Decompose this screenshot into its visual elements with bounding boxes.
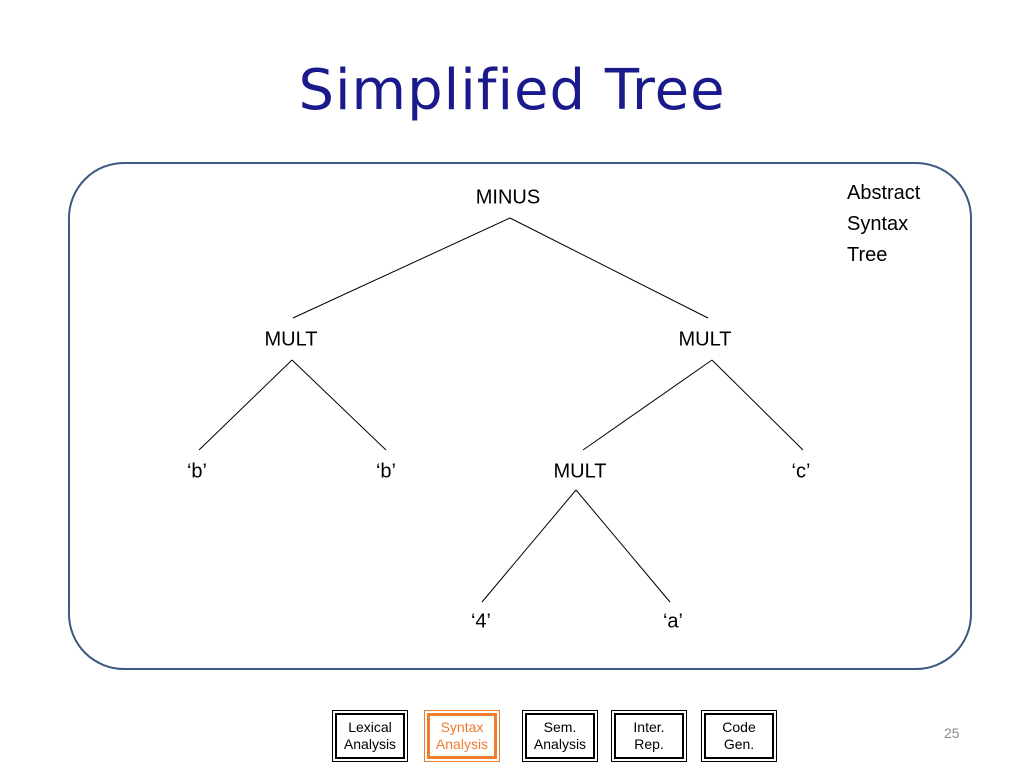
stage-inter-rep: Inter. Rep. xyxy=(611,710,687,762)
tree-edge-left_mult-b2 xyxy=(291,359,387,451)
stage-label-line2: Analysis xyxy=(343,736,397,752)
slide-title: Simplified Tree xyxy=(298,58,726,123)
node-right-mult: MULT xyxy=(678,328,732,351)
tree-edge-root-right_mult xyxy=(509,217,709,319)
node-left-mult: MULT xyxy=(264,328,318,351)
note-line-2: Syntax xyxy=(847,213,909,235)
stage-label-line2: Analysis xyxy=(533,736,587,752)
stage-lexical-analysis: Lexical Analysis xyxy=(332,710,408,762)
stage-label-line1: Code xyxy=(722,719,756,735)
stage-label-line1: Lexical xyxy=(348,719,392,735)
stage-label-line2: Gen. xyxy=(723,736,755,752)
node-b-left: ‘b’ xyxy=(186,460,208,483)
tree-edge-left_mult-b1 xyxy=(198,359,293,451)
stage-syntax-analysis: Syntax Analysis xyxy=(424,710,500,762)
tree-type-note: Abstract Syntax Tree xyxy=(847,178,920,271)
node-c: ‘c’ xyxy=(791,460,811,483)
stage-label-line2: Rep. xyxy=(634,736,664,752)
stage-code-gen: Code Gen. xyxy=(701,710,777,762)
tree-edge-root-left_mult xyxy=(292,217,511,319)
node-minus: MINUS xyxy=(475,186,541,209)
stage-label-line2: Analysis xyxy=(435,736,489,752)
stage-label-line1: Syntax xyxy=(440,719,484,735)
note-line-1: Abstract xyxy=(847,182,921,204)
tree-edge-right_mult-c xyxy=(711,359,804,451)
note-line-3: Tree xyxy=(847,244,888,266)
stage-sem-analysis: Sem. Analysis xyxy=(522,710,598,762)
stage-label-line1: Sem. xyxy=(543,719,577,735)
tree-edge-inner_mult-four xyxy=(481,489,577,603)
node-a: ‘a’ xyxy=(662,610,684,633)
page-number: 25 xyxy=(944,725,960,741)
node-b-right: ‘b’ xyxy=(375,460,397,483)
node-4: ‘4’ xyxy=(470,610,492,633)
tree-edge-right_mult-inner_mult xyxy=(582,359,713,451)
tree-frame xyxy=(68,162,972,670)
node-inner-mult: MULT xyxy=(553,460,607,483)
tree-edge-inner_mult-a xyxy=(575,489,671,603)
stage-label-line1: Inter. xyxy=(633,719,665,735)
